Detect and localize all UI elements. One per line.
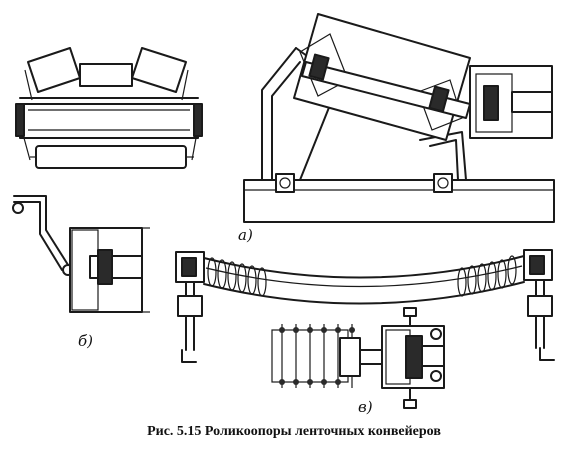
figure-caption: Рис. 5.15 Роликоопоры ленточных конвейер… [147, 424, 441, 439]
label-v: в) [358, 398, 373, 416]
garland-joint-detail-sketch [271, 307, 445, 409]
label-b: б) [78, 332, 93, 350]
garland-roller-sketch [175, 249, 555, 363]
roller-end-bracket-sketch [12, 195, 150, 313]
troughed-roller-support-sketch [15, 47, 203, 169]
label-a: а) [238, 226, 253, 244]
inclined-roller-assembly-sketch [243, 13, 555, 223]
